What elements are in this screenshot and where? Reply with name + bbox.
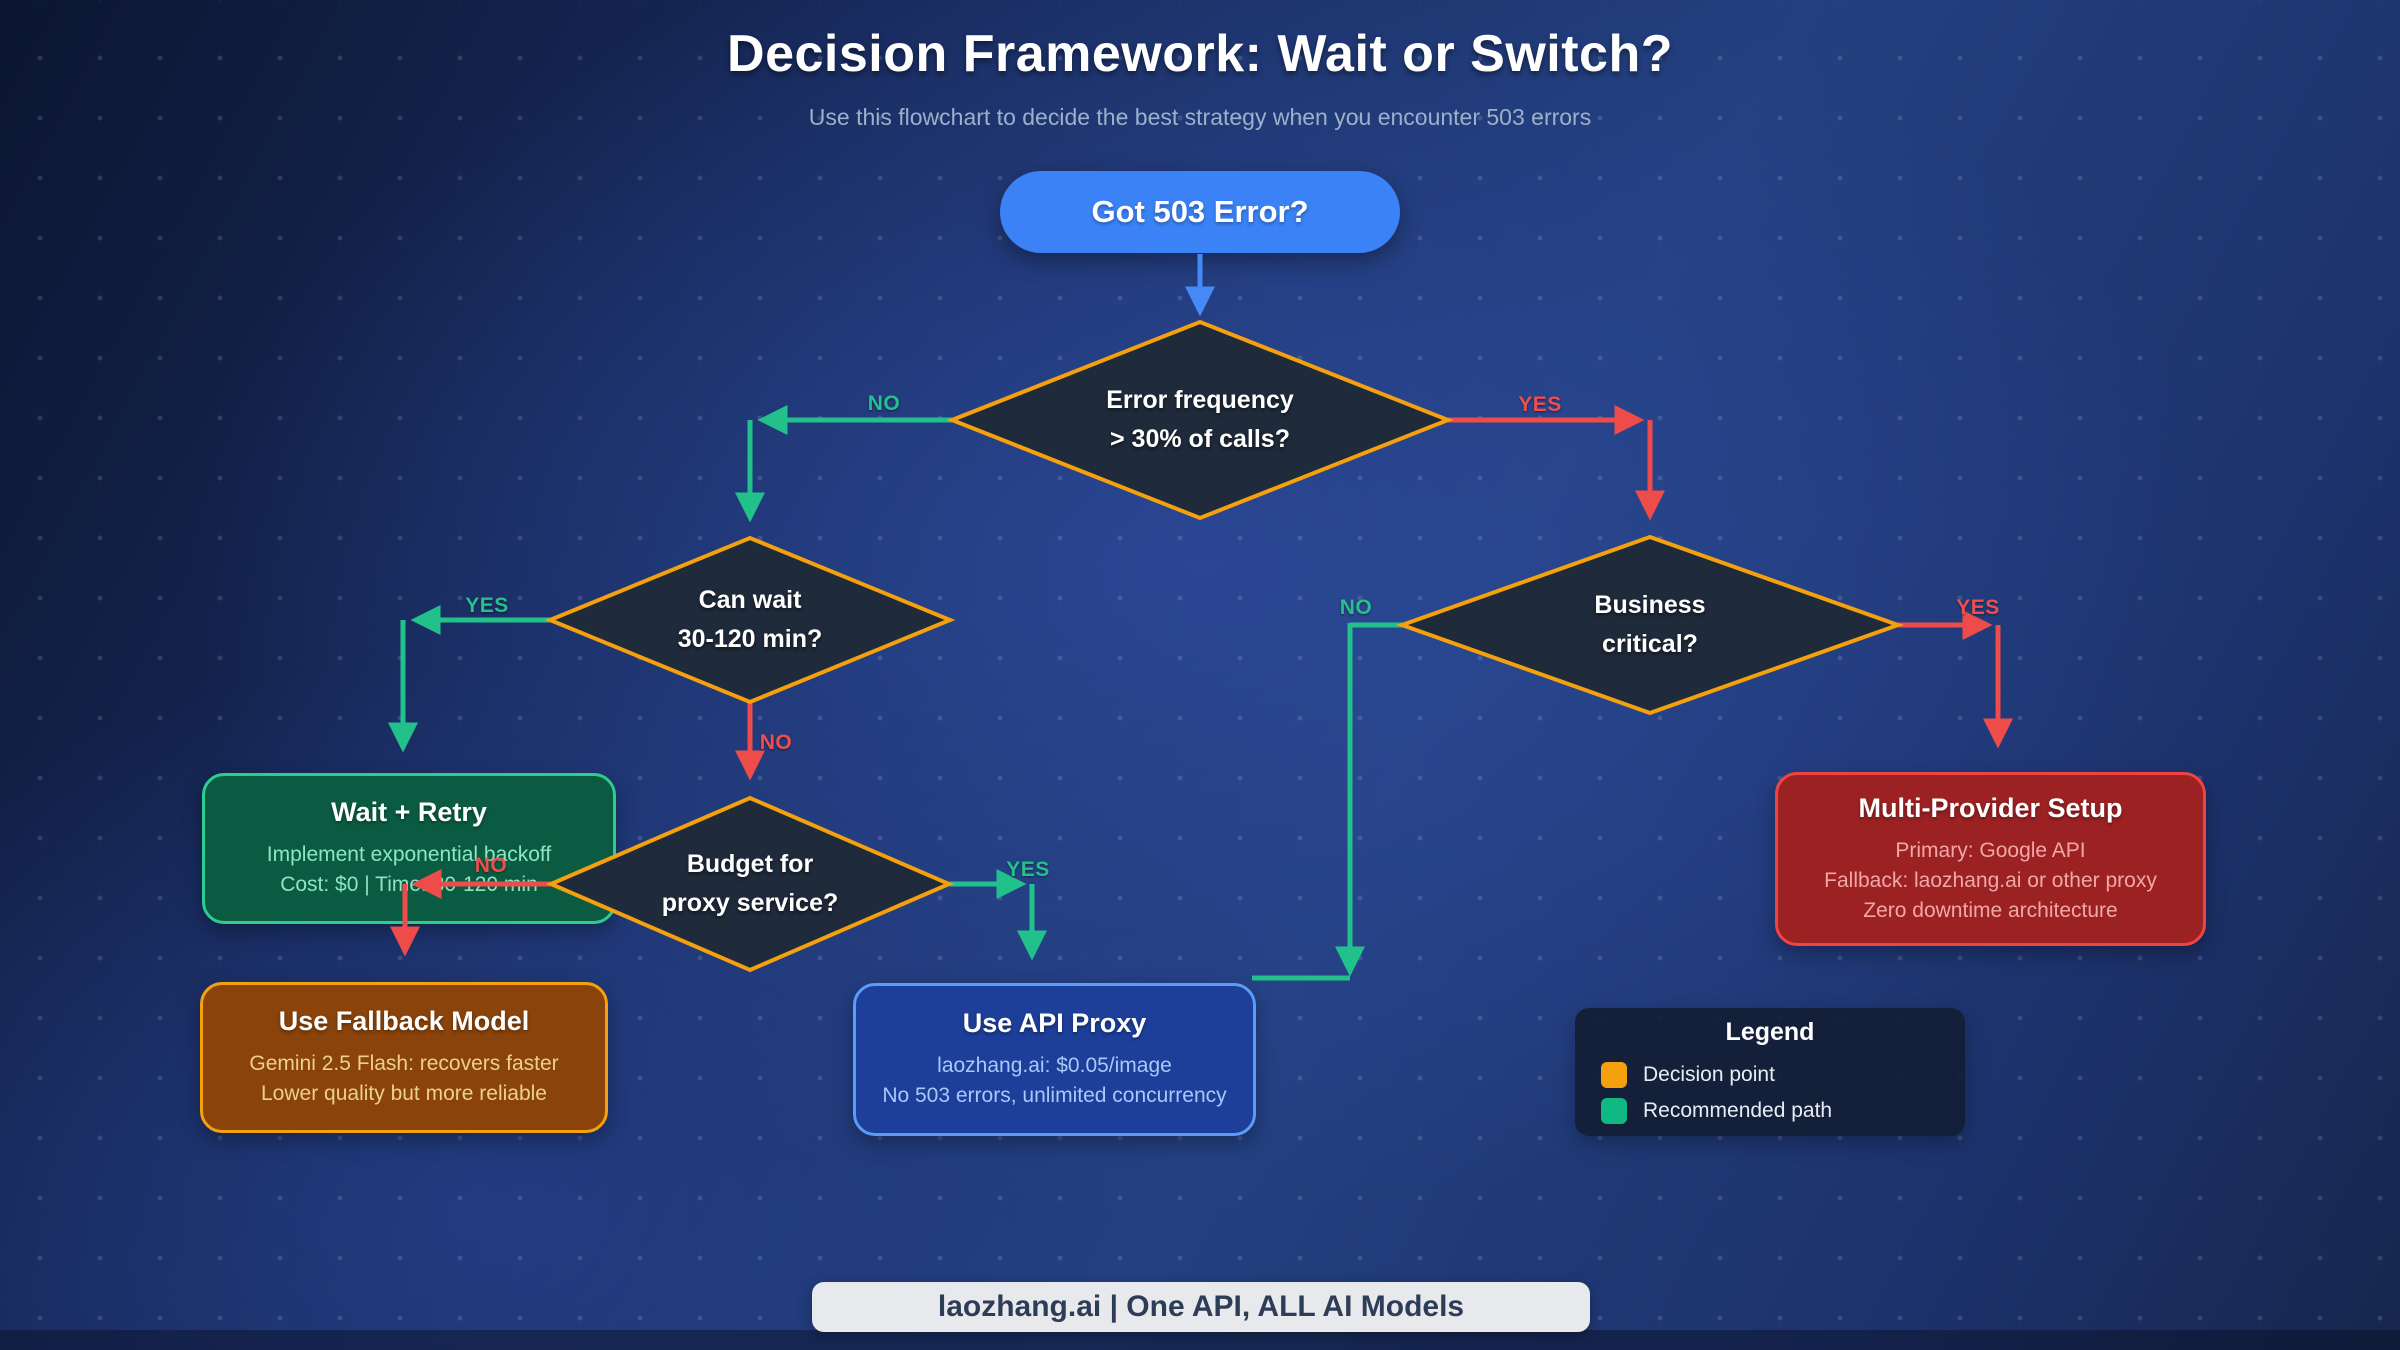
outcome-title: Use API Proxy bbox=[962, 1008, 1147, 1038]
bottom-strip bbox=[0, 1330, 2400, 1350]
outcome-multi-provider-setup: Multi-Provider Setup Primary: Google API… bbox=[1775, 772, 2206, 946]
legend-item-label: Decision point bbox=[1643, 1063, 1775, 1086]
footer-text: laozhang.ai | One API, ALL AI Models bbox=[937, 1290, 1465, 1323]
recommended-path-swatch-icon bbox=[1601, 1098, 1627, 1124]
decision-point-swatch-icon bbox=[1601, 1062, 1627, 1088]
outcome-use-api-proxy: Use API Proxy laozhang.ai: $0.05/image N… bbox=[853, 983, 1256, 1136]
page-title: Decision Framework: Wait or Switch? bbox=[727, 25, 1673, 83]
outcome-line: Fallback: laozhang.ai or other proxy bbox=[1824, 868, 2157, 892]
outcome-line: laozhang.ai: $0.05/image bbox=[937, 1054, 1172, 1077]
outcome-wait-retry: Wait + Retry Implement exponential backo… bbox=[202, 773, 616, 924]
outcome-line: Implement exponential backoff bbox=[266, 843, 552, 866]
legend-panel: Legend Decision point Recommended path bbox=[1575, 1008, 1965, 1136]
outcome-line: No 503 errors, unlimited concurrency bbox=[882, 1084, 1227, 1107]
outcome-title: Use Fallback Model bbox=[278, 1006, 530, 1036]
start-node-got-503-error: Got 503 Error? bbox=[1000, 171, 1400, 253]
start-node-label: Got 503 Error? bbox=[1091, 194, 1309, 229]
outcome-line: Zero downtime architecture bbox=[1863, 898, 2118, 922]
outcome-title: Multi-Provider Setup bbox=[1858, 792, 2123, 823]
legend-item-decision-point: Decision point bbox=[1601, 1062, 1965, 1088]
page-subtitle: Use this flowchart to decide the best st… bbox=[808, 104, 1592, 130]
legend-item-recommended-path: Recommended path bbox=[1601, 1098, 1965, 1124]
footer-banner: laozhang.ai | One API, ALL AI Models bbox=[812, 1282, 1590, 1332]
outcome-use-fallback-model: Use Fallback Model Gemini 2.5 Flash: rec… bbox=[200, 982, 608, 1133]
legend-title: Legend bbox=[1725, 1018, 1815, 1046]
outcome-line: Primary: Google API bbox=[1895, 838, 2086, 862]
legend-item-label: Recommended path bbox=[1643, 1099, 1833, 1122]
outcome-line: Cost: $0 | Time: 30-120 min bbox=[280, 873, 538, 896]
outcome-line: Lower quality but more reliable bbox=[261, 1082, 547, 1105]
outcome-line: Gemini 2.5 Flash: recovers faster bbox=[249, 1052, 559, 1075]
outcome-title: Wait + Retry bbox=[331, 797, 487, 827]
